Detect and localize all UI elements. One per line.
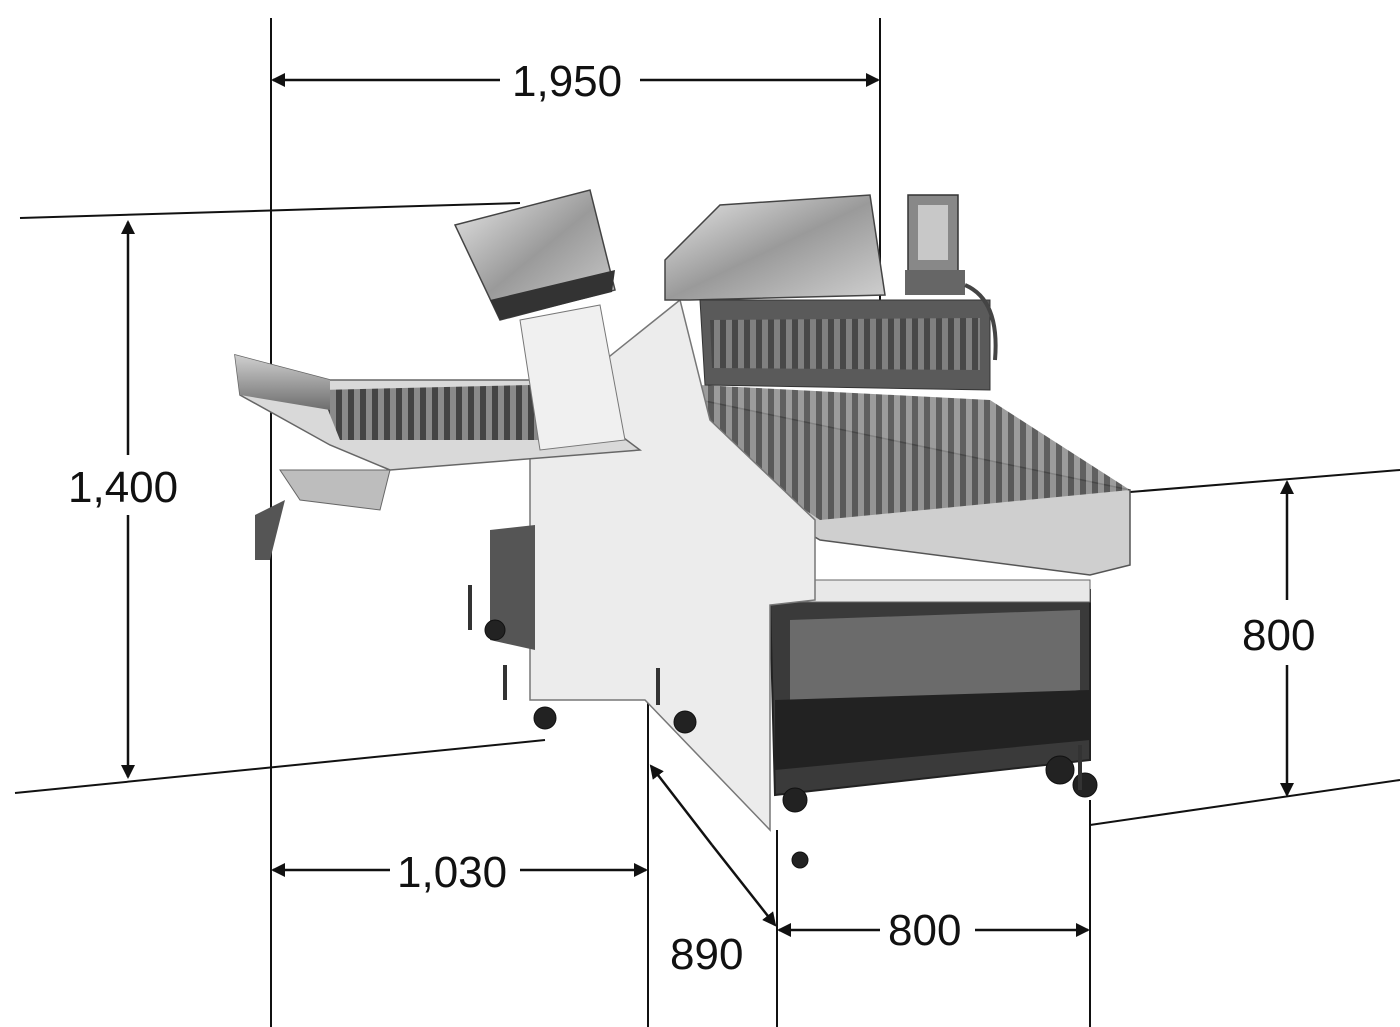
dimension-base-width: 800 xyxy=(882,909,968,953)
dimension-infeed-length: 1,030 xyxy=(391,851,514,895)
dimension-depth: 890 xyxy=(664,933,750,977)
machine-illustration xyxy=(234,189,1131,869)
dimension-table-height: 800 xyxy=(1236,614,1322,658)
dimension-overall-height: 1,400 xyxy=(62,466,185,510)
dimension-arrows xyxy=(121,73,1294,937)
dimension-overall-width: 1,950 xyxy=(506,60,629,104)
